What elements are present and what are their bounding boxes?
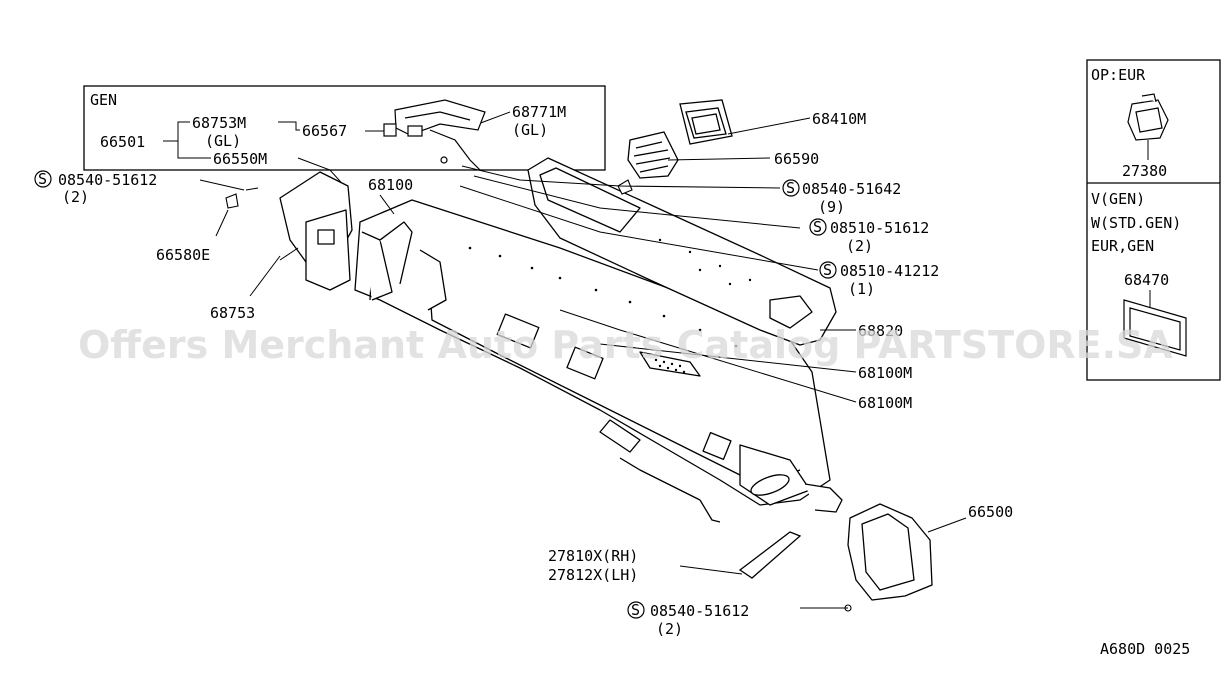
label-27810X: 27810X(RH)	[548, 547, 638, 565]
gen-part-66550M: 66550M	[213, 150, 267, 168]
label-68100M-a: 68100M	[858, 364, 912, 382]
side-box-variant-line-2: W(STD.GEN)	[1091, 214, 1181, 232]
screw-symbol-letter: S	[823, 261, 832, 279]
gen-part-68771M: 68771M	[512, 103, 566, 121]
screw-symbol-letter: S	[786, 179, 795, 197]
label-08540-51612-top-qty: (2)	[62, 188, 89, 206]
label-08510-41212: 08510-41212	[840, 262, 939, 280]
screw-symbol-letter: S	[631, 601, 640, 619]
side-box-op-label: OP:EUR	[1091, 66, 1146, 84]
side-box-variant-line-3: EUR,GEN	[1091, 237, 1154, 255]
label-68410M: 68410M	[812, 110, 866, 128]
part-27380-drawing	[1127, 93, 1169, 141]
trim-texture-dots	[658, 238, 752, 286]
gen-part-68771M-gl: (GL)	[512, 121, 548, 139]
bracket-66500	[847, 503, 933, 601]
screw-symbol-icon	[809, 218, 827, 236]
label-68100M-b: 68100M	[858, 394, 912, 412]
dashboard-texture-dots	[468, 246, 738, 374]
gen-part-66567: 66567	[302, 122, 347, 140]
gen-inset-box	[83, 85, 606, 171]
diagram-code: A680D 0025	[1100, 640, 1190, 658]
leader-lines	[199, 117, 967, 609]
label-08510-51612-qty: (2)	[846, 237, 873, 255]
part-68470-drawing	[1123, 299, 1187, 357]
label-08540-51612-bot: 08540-51612	[650, 602, 749, 620]
side-box-op-part: 27380	[1122, 162, 1167, 180]
label-08540-51612-top: 08540-51612	[58, 171, 157, 189]
trim-strip-27810X	[738, 531, 802, 579]
upper-trim-68820	[527, 157, 837, 346]
label-66500: 66500	[968, 503, 1013, 521]
gen-box-frame	[83, 85, 606, 171]
screw-symbol-letter: S	[813, 218, 822, 236]
callout-labels: 68410M 66590 S 08540-51642 (9) S 08510-5…	[34, 110, 1013, 638]
screw-symbol-icon	[819, 261, 837, 279]
dashboard-panel-68100	[354, 199, 843, 523]
fasteners	[225, 179, 852, 612]
label-08510-51612: 08510-51612	[830, 219, 929, 237]
label-68100: 68100	[368, 176, 413, 194]
label-27812X: 27812X(LH)	[548, 566, 638, 584]
side-box-frame	[1086, 59, 1221, 381]
vent-68410M	[679, 99, 733, 145]
label-08540-51642: 08540-51642	[802, 180, 901, 198]
screw-symbol-letter: S	[38, 170, 47, 188]
label-66580E: 66580E	[156, 246, 210, 264]
option-side-box	[1086, 59, 1221, 381]
label-66590: 66590	[774, 150, 819, 168]
side-bracket-68753	[279, 171, 353, 291]
gen-box-title: GEN	[90, 91, 117, 109]
screw-symbol-icon	[627, 601, 645, 619]
label-68820: 68820	[858, 322, 903, 340]
gen-duct-assembly	[383, 99, 486, 171]
side-box-variant-line-1: V(GEN)	[1091, 190, 1145, 208]
label-08510-41212-qty: (1)	[848, 280, 875, 298]
label-08540-51612-bot-qty: (2)	[656, 620, 683, 638]
vent-66590	[627, 131, 679, 179]
gen-part-68753M: 68753M	[192, 114, 246, 132]
watermark-text: Offers Merchant Auto Parts Catalog PARTS…	[78, 323, 1173, 367]
label-08540-51642-qty: (9)	[818, 198, 845, 216]
gen-box-leaders	[163, 111, 511, 191]
gen-part-66501: 66501	[100, 133, 145, 151]
gen-part-68753M-gl: (GL)	[205, 132, 241, 150]
label-68753: 68753	[210, 304, 255, 322]
side-box-variant-part: 68470	[1124, 271, 1169, 289]
screw-symbol-icon	[782, 179, 800, 197]
screw-symbol-icon	[34, 170, 52, 188]
